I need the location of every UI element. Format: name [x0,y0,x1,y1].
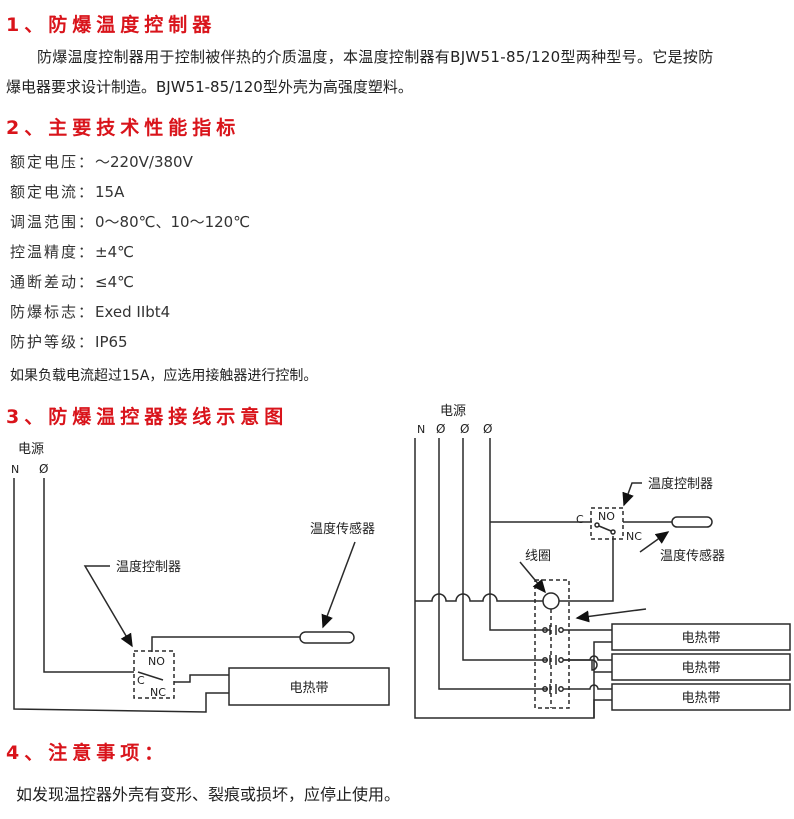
left-phase-label: Ø [39,462,48,476]
right-n-label: N [417,423,425,436]
right-heater-label-1: 电热带 [681,631,720,646]
right-heater-2-feed-hop [563,659,598,671]
spec-value: 0～80℃、10～120℃ [95,213,251,231]
right-sensor-arrow [639,531,670,553]
right-sensor-probe [671,516,713,528]
right-switch-c-contact [594,522,600,528]
left-nc-label: NC [150,686,166,699]
spec-item: 调温范围：0～80℃、10～120℃ [10,211,250,232]
section-2-title: 2、主要技术性能指标 [6,117,241,139]
single-phase-diagram: 电源 N Ø NO C NC 电热带 温度控制器 温度传感器 [11,442,390,713]
spec-value: ≤4℃ [95,273,134,291]
right-phase-label-2: Ø [460,422,469,436]
spec-key: 防护等级： [10,333,96,351]
right-contactor-arrow [575,608,647,623]
right-contact-row-3 [542,684,612,694]
left-sensor-probe [299,631,355,644]
left-sensor-wire [151,636,300,652]
right-switch-arm [598,525,612,532]
spec-value: Exed IIbt4 [95,303,171,321]
right-phase-2-wire [462,438,548,661]
right-coil-label: 线圈 [525,549,551,564]
right-heater-label-2: 电热带 [681,661,720,676]
left-heater-box [228,667,390,706]
spec-item: 通断差动：≤4℃ [10,271,134,292]
right-c-label: C [576,513,584,526]
left-switch-arm [137,671,164,681]
right-nc-label: NC [626,530,642,543]
right-heater-box-3 [611,683,791,711]
left-phase-wire [43,478,134,673]
spec-key: 防爆标志： [10,303,96,321]
spec-value: 15A [95,183,125,201]
section-1-title: 1、防爆温度控制器 [6,14,217,36]
left-n-wire [13,478,229,713]
right-heater-box-1 [611,623,791,651]
right-controller-label: 温度控制器 [648,476,713,492]
spec-item: 控温精度：±4℃ [10,241,134,262]
spec-item: 防爆标志：Exed IIbt4 [10,301,170,322]
section-1-line-2: 爆电器要求设计制造。BJW51-85/120型外壳为高强度塑料。 [6,78,413,96]
right-power-label: 电源 [440,404,466,419]
right-heater-return-bus [593,641,612,718]
left-c-label: C [137,674,145,687]
right-contact-row-2 [542,655,612,671]
left-controller-arrow [83,565,133,648]
right-sensor-label: 温度传感器 [660,548,725,564]
spec-value: ±4℃ [95,243,134,261]
spec-value: ～220V/380V [95,153,193,171]
right-heater-box-2 [611,653,791,681]
right-n-wire [414,438,612,719]
left-controller-box [133,650,175,699]
right-contactor-box [534,579,570,709]
right-phase-label-1: Ø [436,422,445,436]
spec-key: 额定电流： [10,183,96,201]
right-switch-nc-contact [610,529,616,535]
section-4-text: 如发现温控器外壳有变形、裂痕或损坏，应停止使用。 [16,785,401,804]
left-no-label: NO [148,655,165,668]
left-sensor-arrow [321,541,356,629]
spec-key: 通断差动： [10,273,96,291]
right-controller-box [590,507,624,540]
spec-key: 调温范围： [10,213,96,231]
spec-key: 控温精度： [10,243,96,261]
section-4-title: 4、注意事项： [6,742,169,764]
left-heater-label: 电热带 [289,681,328,696]
right-contact-row-1 [542,625,612,635]
spec-item: 防护等级：IP65 [10,331,128,352]
section-1-line-1: 防爆温度控制器用于控制被伴热的介质温度，本温度控制器有BJW51-85/120型… [37,48,714,66]
right-controller-arrow [622,482,642,507]
left-heater-wire [174,674,229,683]
section-3-title: 3、防爆温控器接线示意图 [6,406,289,428]
spec-item: 额定电压：～220V/380V [10,151,193,172]
right-phase-label-3: Ø [483,422,492,436]
right-heater-label-3: 电热带 [681,691,720,706]
right-coil-arrow [519,561,546,594]
right-no-label: NO [598,510,615,523]
spec-note: 如果负载电流超过15A，应选用接触器进行控制。 [10,368,318,384]
left-power-label: 电源 [18,442,44,457]
spec-item: 额定电流：15A [10,181,124,202]
right-phase-3-wire [489,438,548,631]
left-sensor-label: 温度传感器 [310,521,375,537]
three-phase-diagram: 电源 N Ø Ø Ø C NO NC [414,404,791,719]
right-phase-1-wire [438,438,548,690]
right-coil [542,592,560,610]
left-n-label: N [11,463,19,476]
spec-value: IP65 [95,333,128,351]
right-coil-return [559,536,614,602]
right-coil-wire [415,593,543,602]
left-controller-label: 温度控制器 [116,559,181,575]
spec-key: 额定电压： [10,153,96,171]
